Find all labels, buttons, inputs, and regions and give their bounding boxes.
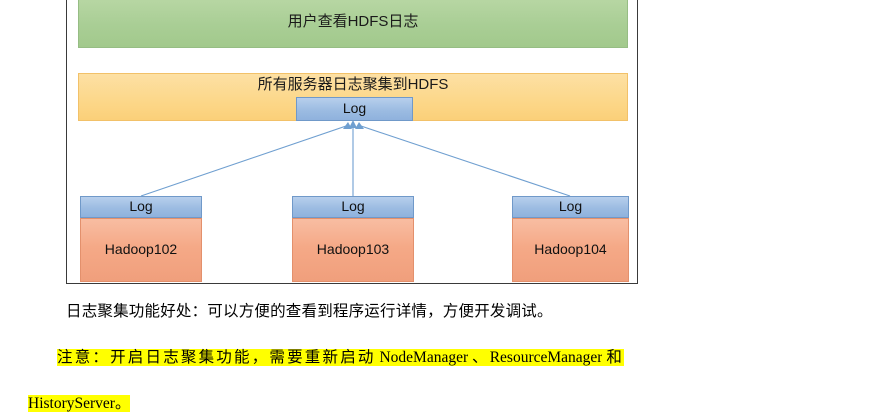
hdfs-log-box: Log [296, 97, 413, 121]
diagram-frame: 用户查看HDFS日志 所有服务器日志聚集到HDFS Log Log Hadoop… [66, 0, 638, 284]
note-term-nodemanager: NodeManager [379, 349, 469, 366]
banner-aggregate-logs-to-hdfs: 所有服务器日志聚集到HDFS [78, 73, 628, 121]
note-historyserver: HistoryServer。 [28, 395, 131, 412]
node-host-hadoop102: Hadoop102 [80, 218, 202, 282]
banner-user-view-hdfs-log: 用户查看HDFS日志 [78, 0, 628, 48]
paragraph-note: 注意：开启日志聚集功能，需要重新启动 NodeManager 、Resource… [57, 345, 625, 367]
note-zh-prefix: 注意：开启日志聚集功能，需要重新启动 [57, 349, 376, 366]
note-separator: 、 [472, 349, 490, 366]
connector-lines [140, 120, 571, 197]
note-zh-suffix: 和 [606, 349, 625, 366]
paragraph-benefit: 日志聚集功能好处：可以方便的查看到程序运行详情，方便开发调试。 [66, 303, 553, 320]
paragraph-note-continuation: HistoryServer。 [28, 391, 131, 413]
node-host-hadoop104: Hadoop104 [512, 218, 629, 282]
node-log-hadoop102: Log [80, 196, 202, 218]
note-term-resourcemanager: ResourceManager [489, 349, 603, 366]
node-host-hadoop103: Hadoop103 [292, 218, 414, 282]
node-log-hadoop104: Log [512, 196, 629, 218]
node-log-hadoop103: Log [292, 196, 414, 218]
